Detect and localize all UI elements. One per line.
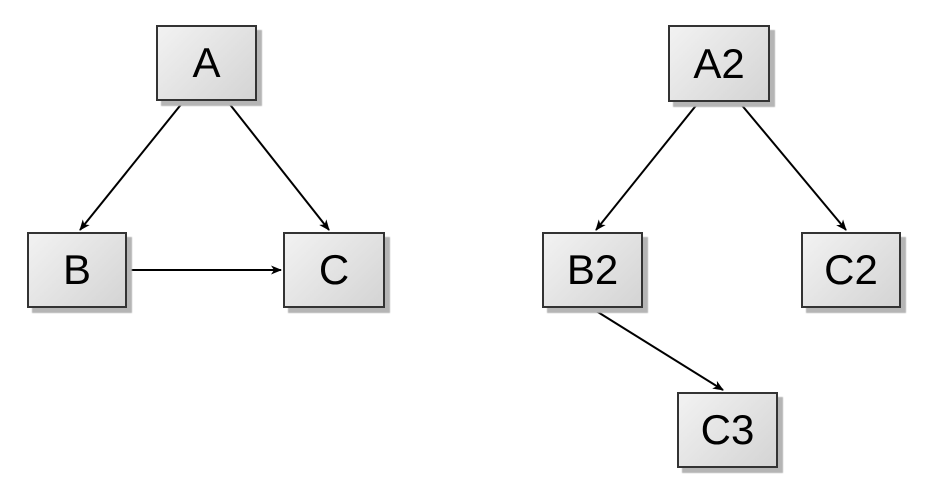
node-B[interactable]: B: [27, 232, 127, 308]
node-label-C3: C3: [700, 406, 755, 453]
node-label-B2: B2: [566, 246, 619, 293]
node-label-A2: A2: [693, 39, 745, 87]
edge-A-to-C[interactable]: [227, 101, 330, 231]
node-C3[interactable]: C3: [677, 392, 778, 468]
edge-B2-to-C3[interactable]: [592, 308, 724, 391]
node-label-C2: C2: [824, 246, 878, 293]
node-A2[interactable]: A2: [668, 25, 770, 102]
node-C2[interactable]: C2: [801, 232, 901, 308]
node-B2[interactable]: B2: [542, 232, 643, 308]
edge-A2-to-B2[interactable]: [595, 102, 699, 231]
node-label-B: B: [62, 246, 91, 293]
edge-A2-to-C2[interactable]: [739, 102, 847, 231]
node-A[interactable]: A: [156, 25, 257, 101]
edge-A-to-B[interactable]: [79, 101, 184, 231]
node-label-C: C: [318, 246, 350, 293]
node-C[interactable]: C: [283, 232, 385, 308]
node-label-A: A: [192, 39, 221, 86]
